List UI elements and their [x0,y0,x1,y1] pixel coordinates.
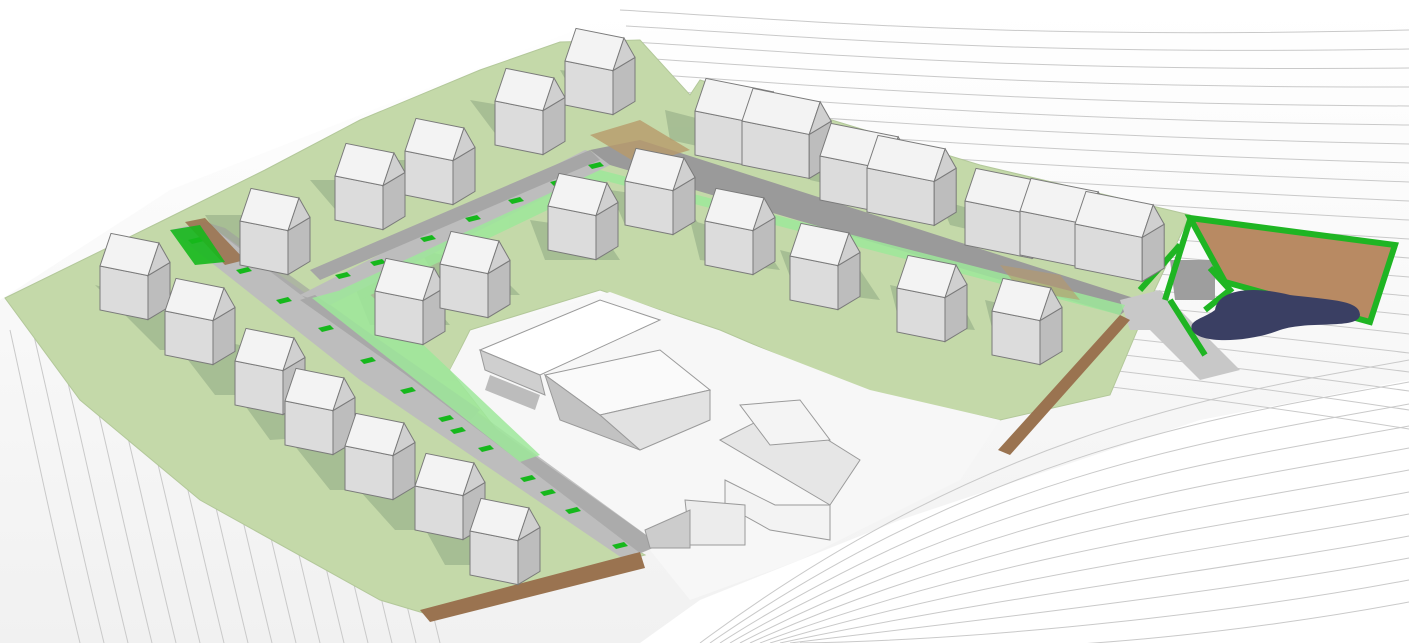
house [704,187,776,276]
plaza [1137,214,1399,357]
house [741,87,832,180]
green-marker [400,387,416,394]
house [284,367,356,456]
contour-line [33,335,105,643]
new-houses [99,27,1165,586]
loop-road [300,150,620,305]
green-marker [588,162,604,169]
contour-line [9,329,81,643]
green-marker [612,542,628,549]
green-marker [520,475,536,482]
contour-line [749,469,1409,643]
contour-line [699,359,1409,643]
house [374,257,446,346]
contour-line [619,9,1409,34]
green-marker [478,445,494,452]
house [404,117,476,206]
green-marker [438,415,454,422]
house [334,142,406,231]
contour-line [631,41,1409,70]
green-path-markers [188,162,628,549]
house [99,232,171,321]
contour-line [769,513,1409,643]
green-marker [465,215,481,222]
house [469,497,541,586]
top-road [590,140,1140,315]
green-marker [335,272,351,279]
contour-line [789,557,1409,643]
brown-path-south [420,552,645,622]
contour-line [779,535,1409,643]
contour-line [759,491,1409,643]
contour-line [637,57,1409,88]
existing-building-4 [739,399,831,446]
house [624,147,696,236]
house [547,172,619,261]
house [866,134,957,227]
house [896,254,968,343]
contour-line [799,579,1409,643]
green-marker [565,507,581,514]
contour-line [625,25,1409,51]
contour-line [810,601,1409,643]
contour-line [643,73,1409,107]
house [789,222,861,311]
house [494,67,566,156]
contour-line [739,447,1409,643]
existing-building-3 [644,409,861,549]
green-marker [420,235,436,242]
green-marker [276,297,292,304]
green-marker [370,259,386,266]
contour-line [719,403,1409,643]
house [564,27,636,116]
house [439,230,511,319]
house [344,412,416,501]
junction-road [1120,290,1240,380]
house [1074,190,1165,283]
house [991,277,1063,366]
brown-paths [185,120,1130,622]
green-marker [450,427,466,434]
green-marker [236,267,252,274]
contour-line [709,381,1409,643]
existing-building-1 [478,299,662,410]
house [239,187,311,276]
green-marker [508,197,524,204]
existing-buildings [478,299,861,549]
brown-path-east [998,315,1130,455]
contour-line [729,425,1409,643]
existing-building-2 [543,349,712,451]
pond [1191,290,1360,341]
house [164,277,236,366]
green-marker [318,325,334,332]
green-marker [540,489,556,496]
green-marker [360,357,376,364]
green-accents [170,225,225,265]
